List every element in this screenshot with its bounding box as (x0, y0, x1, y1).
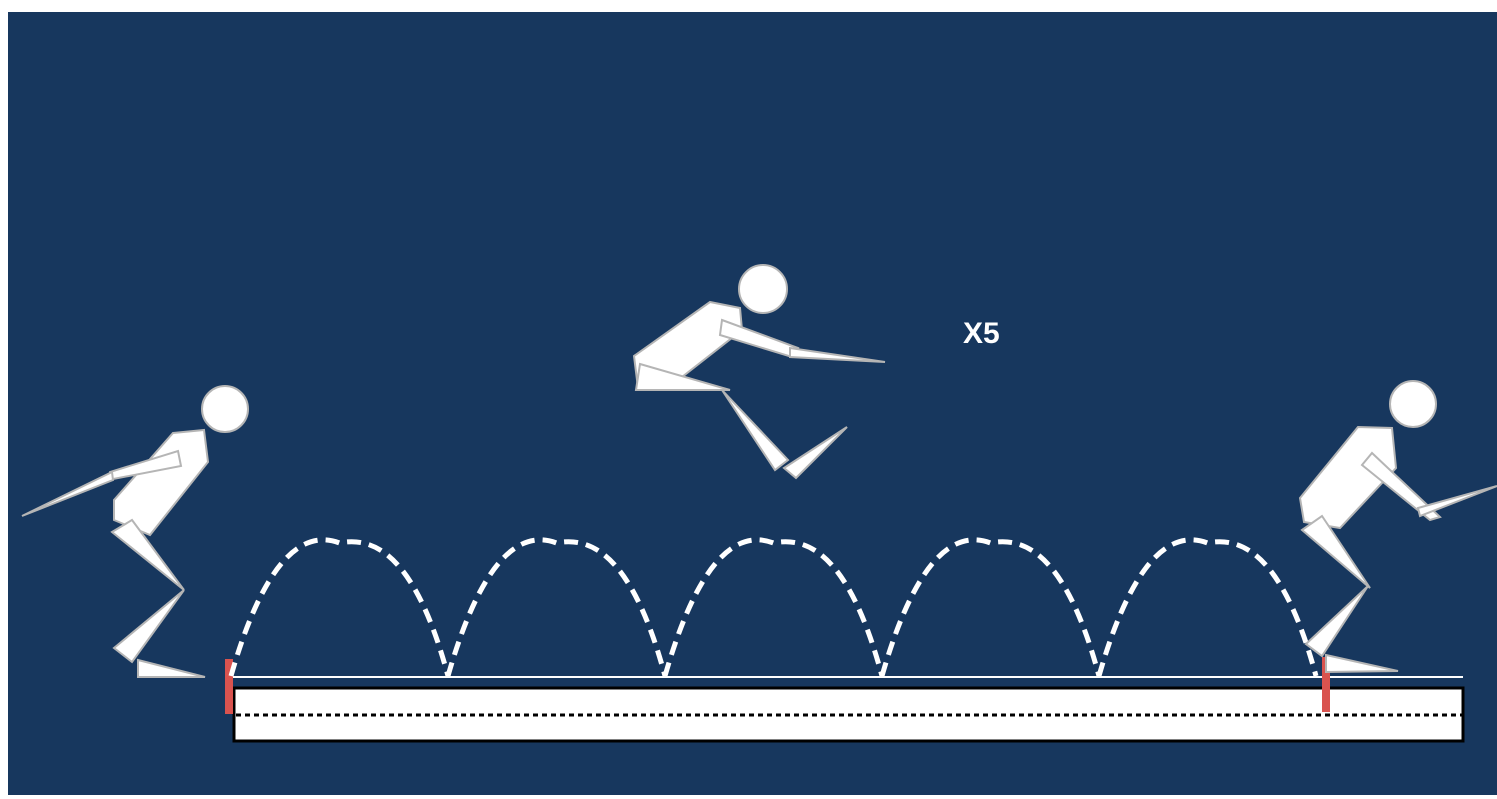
athlete-head (1390, 381, 1436, 427)
repeat-count-label: X5 (963, 317, 1000, 350)
athlete-head (202, 386, 248, 432)
athlete-head (739, 265, 787, 313)
track (228, 677, 1463, 741)
